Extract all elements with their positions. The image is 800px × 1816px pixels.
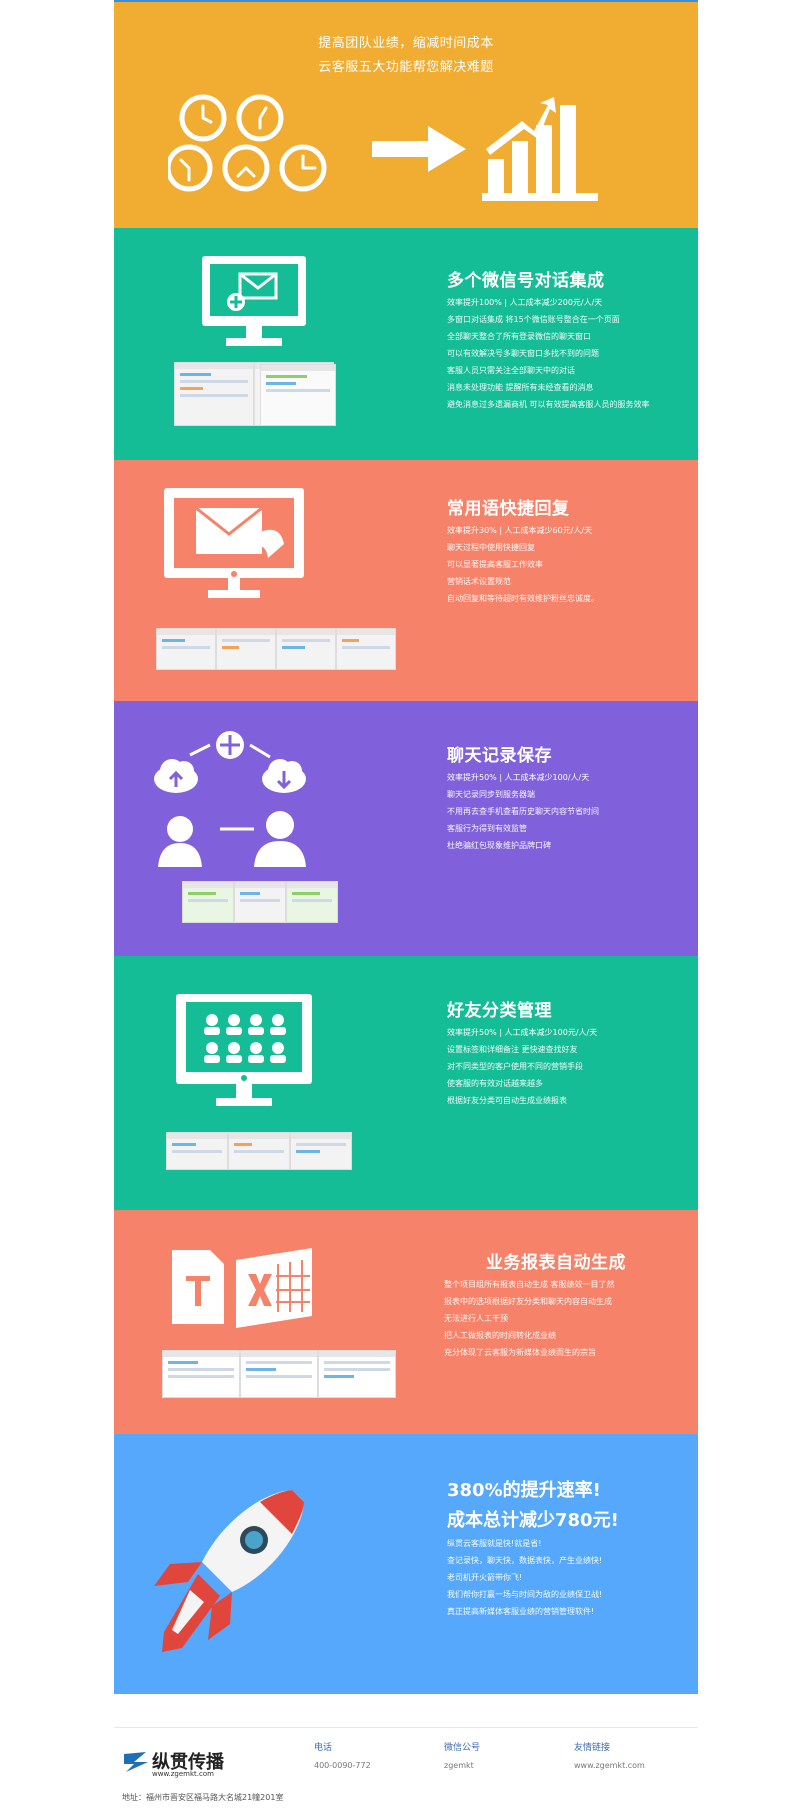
feature-line: 可以显著提高客服工作效率 bbox=[447, 560, 543, 569]
rocket-line: 老司机开火箭带你飞! bbox=[447, 1573, 523, 1582]
screenshot-thumbnail bbox=[276, 628, 336, 670]
feature-line: 多窗口对话集成 将15个微信账号整合在一个页面 bbox=[447, 315, 620, 324]
rocket-section: 380%的提升速率! 成本总计减少780元! 纵贯云客服就是快!就是省! 查记录… bbox=[114, 1434, 698, 1694]
feature-title: 好友分类管理 bbox=[447, 1001, 552, 1021]
feature-metrics: 效率提升50% | 人工成本减少100/人/天 bbox=[447, 773, 590, 782]
feature-title: 多个微信号对话集成 bbox=[447, 271, 605, 291]
feature-line: 根据好友分类可自动生成业绩报表 bbox=[447, 1096, 567, 1105]
feature-line: 报表中的选项根据好友分类和聊天内容自动生成 bbox=[444, 1297, 612, 1306]
feature-text-block: 常用语快捷回复 效率提升30% | 人工成本减少60元/人/天 聊天过程中使用快… bbox=[447, 494, 697, 604]
feature-line: 营销话术设置规范 bbox=[447, 577, 511, 586]
feature-line: 对不同类型的客户使用不同的营销手段 bbox=[447, 1062, 583, 1071]
footer-col-wechat: 微信公号 zgemkt bbox=[444, 1740, 480, 1770]
screenshot-thumbnail bbox=[234, 881, 286, 923]
feature-line: 杜绝骗红包现象维护品牌口碑 bbox=[447, 841, 551, 850]
footer-heading: 电话 bbox=[314, 1743, 333, 1753]
monitor-chat-icon bbox=[202, 256, 306, 346]
footer-col-links: 友情链接 www.zgemkt.com bbox=[574, 1740, 645, 1770]
footer: 纵贯传播 www.zgemkt.com 电话 400-0090-772 微信公号… bbox=[114, 1740, 698, 1816]
screenshot-thumbnail bbox=[286, 881, 338, 923]
feature-metrics: 效率提升100% | 人工成本减少200元/人/天 bbox=[447, 298, 603, 307]
rocket-icon bbox=[154, 1490, 304, 1652]
footer-value: 400-0090-772 bbox=[314, 1761, 371, 1770]
monitor-contacts-icon bbox=[176, 994, 312, 1106]
screenshot-thumbnail bbox=[156, 628, 216, 670]
hero-banner: 提高团队业绩，缩减时间成本 云客服五大功能帮您解决难题 bbox=[114, 0, 698, 228]
feature-line: 客服人员只需关注全部聊天中的对话 bbox=[447, 366, 575, 375]
monitor-mail-icon bbox=[164, 488, 304, 598]
feature-section-auto-reports: 业务报表自动生成 整个项目组所有报表自动生成 客服绩效一目了然 报表中的选项根据… bbox=[114, 1210, 698, 1434]
logo-url: www.zgemkt.com bbox=[152, 1770, 214, 1778]
rocket-line: 查记录快，聊天快，数据表快，产生业绩快! bbox=[447, 1556, 603, 1565]
logo-text: 纵贯传播 bbox=[152, 1752, 224, 1773]
screenshot-thumbnail bbox=[240, 1350, 318, 1398]
screenshot-thumbnail bbox=[290, 1132, 352, 1170]
feature-line: 使客服的有效对话越来越多 bbox=[447, 1079, 543, 1088]
screenshot-thumbnail bbox=[216, 628, 276, 670]
rocket-line: 纵贯云客服就是快!就是省! bbox=[447, 1539, 542, 1548]
rocket-line: 我们帮你打赢一场与时间为敌的业绩保卫战! bbox=[447, 1590, 603, 1599]
feature-text-block: 聊天记录保存 效率提升50% | 人工成本减少100/人/天 聊天记录同步到服务… bbox=[447, 741, 697, 851]
feature-section-chat-history: 聊天记录保存 效率提升50% | 人工成本减少100/人/天 聊天记录同步到服务… bbox=[114, 701, 698, 956]
feature-line: 全部聊天整合了所有登录微信的聊天窗口 bbox=[447, 332, 591, 341]
arrow-right-icon bbox=[372, 126, 466, 172]
cloud-sync-icon bbox=[154, 731, 306, 867]
document-icons bbox=[172, 1248, 312, 1328]
rocket-title-1: 380%的提升速率! bbox=[447, 1480, 601, 1501]
screenshot-thumbnail bbox=[260, 364, 336, 426]
rocket-title-2: 成本总计减少780元! bbox=[447, 1510, 619, 1531]
feature-title: 聊天记录保存 bbox=[447, 746, 552, 766]
hero-line-1: 提高团队业绩，缩减时间成本 bbox=[318, 36, 494, 51]
feature-line: 消息未处理功能 提醒所有未经查看的消息 bbox=[447, 383, 594, 392]
footer-address: 地址：福州市晋安区福马路大名城21幢201室 bbox=[122, 1793, 284, 1802]
feature-title: 业务报表自动生成 bbox=[486, 1253, 626, 1273]
company-logo[interactable]: 纵贯传播 www.zgemkt.com bbox=[122, 1746, 262, 1784]
feature-line: 充分体现了云客服为新媒体业绩而生的宗旨 bbox=[444, 1348, 596, 1357]
feature-line: 不用再去查手机查看历史聊天内容节省时间 bbox=[447, 807, 599, 816]
feature-title: 常用语快捷回复 bbox=[447, 499, 570, 519]
footer-col-phone: 电话 400-0090-772 bbox=[314, 1740, 371, 1770]
screenshot-thumbnail bbox=[174, 362, 254, 426]
feature-text-block: 业务报表自动生成 整个项目组所有报表自动生成 客服绩效一目了然 报表中的选项根据… bbox=[444, 1248, 694, 1358]
hero-line-2: 云客服五大功能帮您解决难题 bbox=[318, 60, 494, 75]
feature-line: 聊天记录同步到服务器端 bbox=[447, 790, 535, 799]
feature-line: 可以有效解决号多聊天窗口多找不到的问题 bbox=[447, 349, 599, 358]
footer-heading: 微信公号 bbox=[444, 1743, 481, 1753]
feature-line: 客服行为得到有效监管 bbox=[447, 824, 527, 833]
footer-value: zgemkt bbox=[444, 1761, 474, 1770]
feature-text-block: 好友分类管理 效率提升50% | 人工成本减少100元/人/天 设置标签和详细备… bbox=[447, 996, 697, 1106]
feature-line: 避免消息过多遗漏商机 可以有效提高客服人员的服务效率 bbox=[447, 400, 650, 409]
screenshot-thumbnail bbox=[336, 628, 396, 670]
feature-section-friend-groups: 好友分类管理 效率提升50% | 人工成本减少100元/人/天 设置标签和详细备… bbox=[114, 956, 698, 1210]
clock-icons bbox=[168, 94, 327, 192]
footer-heading: 友情链接 bbox=[574, 1743, 611, 1753]
feature-metrics: 效率提升50% | 人工成本减少100元/人/天 bbox=[447, 1028, 598, 1037]
feature-line: 设置标签和详细备注 更快速查找好友 bbox=[447, 1045, 578, 1054]
screenshot-thumbnail bbox=[318, 1350, 396, 1398]
growth-chart-icon bbox=[482, 97, 598, 201]
feature-text-block: 多个微信号对话集成 效率提升100% | 人工成本减少200元/人/天 多窗口对… bbox=[447, 266, 697, 410]
feature-line: 聊天过程中使用快捷回复 bbox=[447, 543, 535, 552]
feature-line: 整个项目组所有报表自动生成 客服绩效一目了然 bbox=[444, 1280, 615, 1289]
feature-section-quick-reply: 常用语快捷回复 效率提升30% | 人工成本减少60元/人/天 聊天过程中使用快… bbox=[114, 460, 698, 701]
logo-mark-icon bbox=[124, 1752, 148, 1772]
screenshot-thumbnail bbox=[182, 881, 234, 923]
feature-line: 无法进行人工干预 bbox=[444, 1314, 508, 1323]
feature-metrics: 效率提升30% | 人工成本减少60元/人/天 bbox=[447, 526, 593, 535]
screenshot-thumbnail bbox=[162, 1350, 240, 1398]
screenshot-thumbnail bbox=[166, 1132, 228, 1170]
feature-section-multi-wechat: 多个微信号对话集成 效率提升100% | 人工成本减少200元/人/天 多窗口对… bbox=[114, 228, 698, 460]
feature-line: 把人工做报表的时间转化成业绩 bbox=[444, 1331, 556, 1340]
footer-divider bbox=[114, 1727, 698, 1728]
screenshot-thumbnail bbox=[228, 1132, 290, 1170]
feature-line: 自动回复和等待超时有效维护粉丝忠诚度。 bbox=[447, 594, 599, 603]
rocket-text-block: 380%的提升速率! 成本总计减少780元! 纵贯云客服就是快!就是省! 查记录… bbox=[447, 1476, 697, 1617]
rocket-line: 真正提高新媒体客服业绩的营销管理软件! bbox=[447, 1607, 595, 1616]
friend-link[interactable]: www.zgemkt.com bbox=[574, 1761, 645, 1770]
